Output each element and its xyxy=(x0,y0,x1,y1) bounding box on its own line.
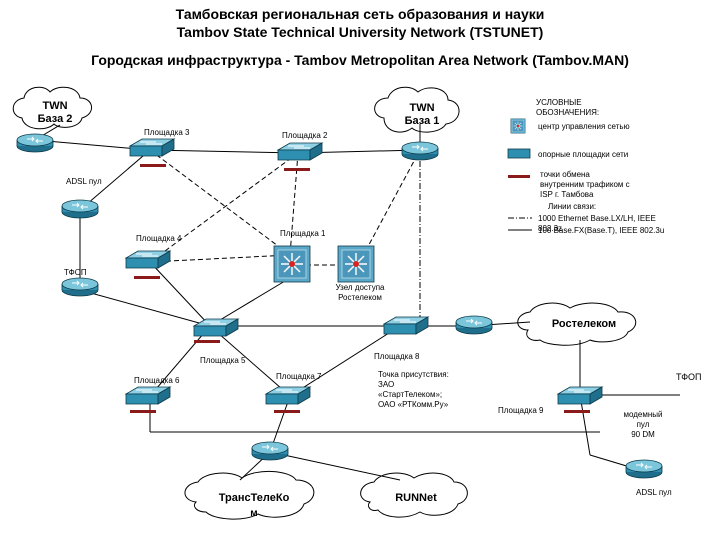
legend-exchange-label: точки обмена внутренним трафиком с ISP г… xyxy=(540,170,630,199)
legend-center-icon xyxy=(510,118,526,134)
switch-icon-site6 xyxy=(125,386,171,405)
cloud-label-rostelecom: Ростелеком xyxy=(551,318,617,330)
label-modem-pool: модемный пул 90 DM xyxy=(623,410,663,439)
router-icon-adsl-top xyxy=(61,199,99,219)
title-english: Tambov State Technical University Networ… xyxy=(176,24,544,40)
switch-icon-site4 xyxy=(125,250,171,269)
router-icon-twn1 xyxy=(401,141,439,161)
cloud-runnet xyxy=(360,472,468,518)
cloud-label-twn2: TWN База 2 xyxy=(37,100,73,125)
cloud-transtelecom xyxy=(184,471,315,520)
legend-link1-label: 1000 Ethernet Base.LX/LH, IEEE 802.3z xyxy=(538,214,656,233)
label-site9: Площадка 9 xyxy=(498,406,544,415)
label-adsl-top: ADSL пул xyxy=(66,177,102,186)
label-site3: Площадка 3 xyxy=(144,128,190,137)
label-site7: Площадка 7 xyxy=(276,372,322,381)
switch-icon-site9 xyxy=(557,386,603,405)
label-pstn-left: ТФОП xyxy=(64,268,87,277)
legend-center-label: центр управления сетью xyxy=(538,122,630,131)
cloud-rostelecom xyxy=(517,302,637,346)
cloud-label-twn1: TWN База 1 xyxy=(404,102,440,127)
switch-icon-site3 xyxy=(129,138,175,157)
label-site6: Площадка 6 xyxy=(134,376,180,385)
title-russian: Тамбовская региональная сеть образования… xyxy=(175,6,545,22)
switch-icon-site8 xyxy=(383,316,429,335)
switch-icon-site5 xyxy=(193,318,239,337)
router-icon-access xyxy=(455,315,493,335)
network-center-icon-site1b xyxy=(337,245,375,283)
cloud-label-runnet: RUNNet xyxy=(395,492,437,504)
legend-links-title: Линии связи: xyxy=(548,202,597,211)
legend-exchange-icon xyxy=(508,175,530,178)
label-presence: Точка присутствия: ЗАО «СтартТелеком»; О… xyxy=(378,370,449,409)
cloud-label-transtelecom: ТрансТелеКо xyxy=(218,492,290,504)
legend-core-icon xyxy=(507,148,531,159)
router-icon-pstn xyxy=(61,277,99,297)
legend-link2-label: 100 Base.FX(Base.T), IEEE 802.3u xyxy=(538,226,665,235)
label-access-node: Узел доступа Ростелеком xyxy=(335,283,385,302)
legend-title: УСЛОВНЫЕ ОБОЗНАЧЕНИЯ: xyxy=(536,98,600,117)
switch-icon-site7 xyxy=(265,386,311,405)
label-site1: Площадка 1 xyxy=(280,229,326,238)
switch-icon-site2 xyxy=(277,142,323,161)
router-icon-transit xyxy=(251,441,289,461)
label-site8: Площадка 8 xyxy=(374,352,420,361)
router-icon-adsl-bottom xyxy=(625,459,663,479)
subtitle-metro: Городская инфраструктура - Tambov Metrop… xyxy=(91,52,629,68)
network-center-icon-site1 xyxy=(273,245,311,283)
router-icon-twn2 xyxy=(16,133,54,153)
label-site2: Площадка 2 xyxy=(282,131,328,140)
label-site4: Площадка 4 xyxy=(136,234,182,243)
label-pstn-right: ТФОП xyxy=(676,372,702,382)
label-adsl-bottom: ADSL пул xyxy=(636,488,672,497)
cloud-twn1 xyxy=(374,86,460,133)
legend-core-label: опорные площадки сети xyxy=(538,150,629,159)
label-site5: Площадка 5 xyxy=(200,356,246,365)
cloud-label-transtelecom-tail: м xyxy=(250,508,258,519)
cloud-twn2 xyxy=(12,86,92,130)
